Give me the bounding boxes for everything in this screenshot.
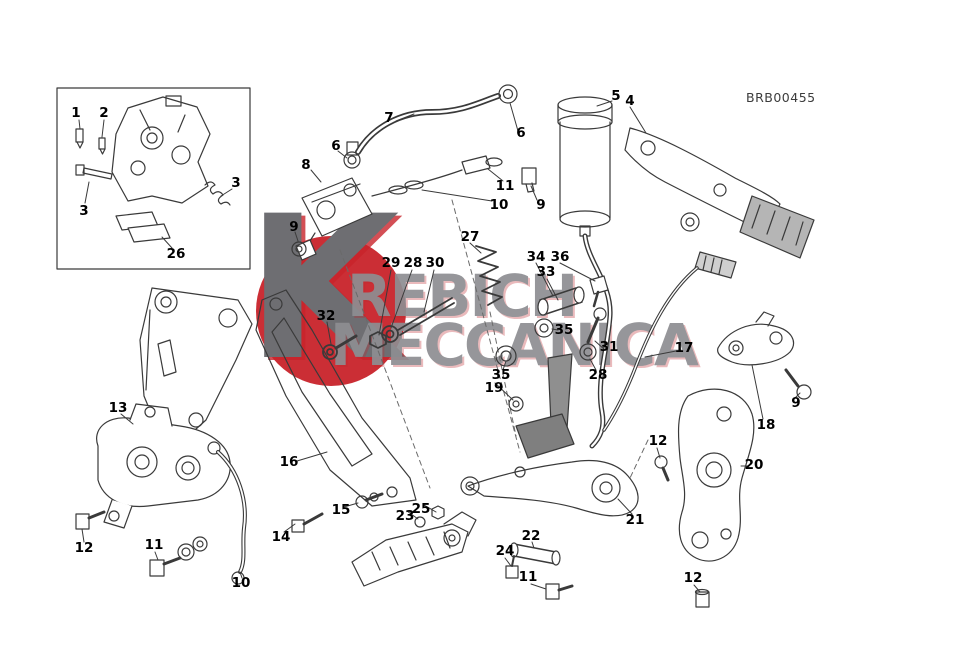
callout-7: 7 [384,110,394,126]
master-cylinder [291,141,537,261]
callout-6: 6 [516,125,526,141]
callout-21: 21 [625,512,645,528]
lever-18 [717,311,812,400]
callout-8: 8 [301,157,311,173]
callout-14: 14 [271,529,291,545]
callout-36: 36 [550,249,570,265]
callout-11: 11 [495,178,515,194]
callout-25: 25 [411,501,431,517]
callout-3: 3 [231,175,241,191]
footpeg [291,492,477,587]
callout-13: 13 [108,400,128,416]
leader-lines [78,100,801,593]
callout-30: 30 [425,255,445,271]
callout-5: 5 [611,88,621,104]
callout-1: 1 [71,105,81,121]
callout-6: 6 [331,138,341,154]
callout-28: 28 [588,367,608,383]
callout-17: 17 [674,340,694,356]
diagram-code: BRB00455 [746,90,816,105]
callout-2: 2 [99,105,109,121]
callout-27: 27 [460,229,480,245]
brake-hose-upper [355,84,518,155]
callout-35: 35 [491,367,511,383]
watermark-word-bottom: MECCANICA [330,311,699,379]
callout-9: 9 [289,219,299,235]
callout-18: 18 [756,417,776,433]
callout-4: 4 [625,93,635,109]
callout-34: 34 [526,249,546,265]
callout-29: 29 [381,255,401,271]
callout-19: 19 [484,380,504,396]
callout-3: 3 [79,203,89,219]
callout-24: 24 [495,543,515,559]
spring-and-rod [322,245,503,360]
bracket-20 [677,388,755,562]
callout-26: 26 [166,246,186,262]
callout-15: 15 [331,502,351,518]
watermark-logo-circle [256,236,406,386]
callout-33: 33 [536,264,556,280]
callout-22: 22 [521,528,541,544]
inset-detail-box [56,87,251,270]
callout-9: 9 [536,197,546,213]
callout-10: 10 [489,197,509,213]
callout-31: 31 [599,339,619,355]
callout-10: 10 [231,575,251,591]
callout-11: 11 [144,537,164,553]
brake-switch-cable [602,251,737,432]
construction-lines [339,199,649,517]
brake-pedal-arm [624,127,815,259]
callout-11: 11 [518,569,538,585]
callout-20: 20 [744,457,764,473]
left-support-bracket [139,287,253,439]
brake-pedal-lower [460,353,710,608]
fluid-reservoir [557,96,613,449]
callout-12: 12 [683,570,703,586]
callout-12: 12 [648,433,668,449]
watermark-word-top: REBICH [347,262,578,330]
rear-caliper [75,403,247,585]
callout-35: 35 [554,322,574,338]
callout-9: 9 [791,395,801,411]
callout-12: 12 [74,540,94,556]
callout-23: 23 [395,508,415,524]
callout-16: 16 [279,454,299,470]
pedal-linkage [495,275,609,412]
callout-32: 32 [316,308,336,324]
callout-28: 28 [403,255,423,271]
